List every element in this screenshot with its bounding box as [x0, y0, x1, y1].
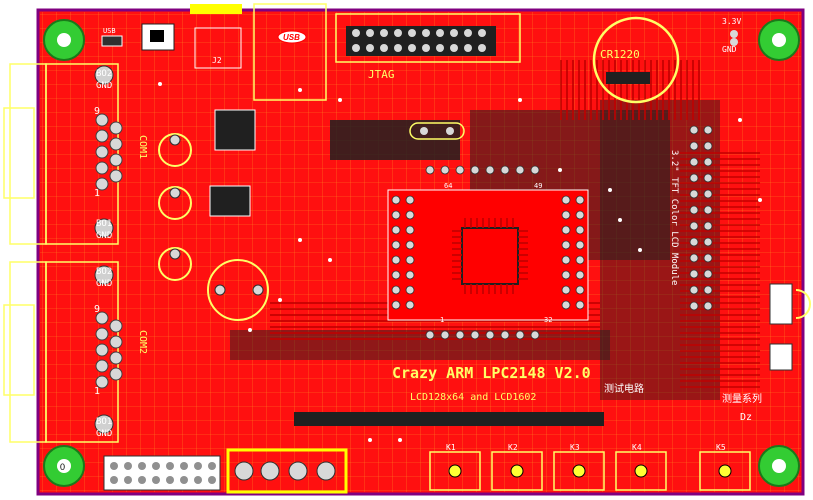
jtag-silk-box	[335, 13, 521, 63]
push-button-caps	[448, 464, 732, 478]
k1-label: K1	[446, 443, 456, 452]
tft-side-label: 3.2" TFT Color LCD Module	[669, 150, 679, 285]
gnd-3-label: GND	[96, 279, 112, 289]
pwr-33-label: 3.3V	[722, 17, 741, 26]
usb-switch	[141, 23, 175, 51]
com1-pins	[95, 113, 123, 191]
mcu-pins-left	[452, 228, 462, 284]
right-led-outline	[795, 289, 811, 319]
com1-label: COM1	[137, 135, 148, 159]
mcu-pins-bottom	[462, 284, 518, 294]
db9-connector-com1	[3, 63, 119, 245]
lcd-header	[294, 412, 604, 426]
com1-pin1: 1	[94, 188, 100, 199]
usb-led	[101, 35, 123, 47]
com2-pin9: 9	[94, 304, 100, 315]
regulator	[214, 109, 256, 151]
cn-label-1: 测试电路	[604, 382, 644, 395]
chip-pin-49: 49	[534, 182, 542, 190]
gnd-2-label: GND	[96, 231, 112, 241]
trace-bus-right	[680, 150, 760, 390]
j2-connector	[194, 27, 242, 69]
terminal-pads	[234, 461, 336, 481]
jumper-pads	[94, 65, 114, 434]
bo2-mid-label: BO2	[96, 267, 112, 277]
k4-label: K4	[632, 443, 642, 452]
dark-area-top-mid	[330, 120, 460, 160]
usb-icon	[277, 30, 307, 44]
usb-icon-label: USB	[283, 33, 300, 42]
usb-silk-box	[253, 3, 327, 101]
push-button-icon	[429, 451, 751, 491]
bo1-bot-label: BO1	[96, 417, 112, 427]
gnd-4-label: GND	[96, 429, 112, 439]
mcu-pins-right	[518, 228, 528, 284]
jtag-pins	[352, 29, 486, 52]
bo2-top-label: BO2	[96, 69, 112, 79]
battery-holder-icon	[592, 16, 680, 104]
k3-label: K3	[570, 443, 580, 452]
com2-pin1: 1	[94, 386, 100, 397]
chip-pin-32: 32	[544, 316, 552, 324]
capacitor-icon	[158, 133, 269, 321]
dz-label: Dz	[740, 412, 752, 423]
hole-bl-label: 0	[60, 462, 65, 472]
mcu-pins-top	[462, 218, 518, 228]
board-subtitle: LCD128x64 and LCD1602	[410, 392, 536, 403]
mounting-hole-icon	[43, 19, 800, 487]
chip-pin-64: 64	[444, 182, 452, 190]
k2-label: K2	[508, 443, 518, 452]
bottom-header	[103, 455, 221, 491]
battery-label: CR1220	[600, 48, 640, 61]
com1-pin9: 9	[94, 106, 100, 117]
pwr-pins	[730, 30, 738, 46]
trace-bus-v1	[560, 60, 700, 120]
usb-label: USB	[103, 27, 116, 35]
right-header-1	[769, 283, 793, 325]
usb-connector	[190, 4, 242, 14]
mcu-chip	[461, 227, 519, 285]
bottom-header-pins	[110, 462, 216, 484]
com2-pins	[95, 311, 123, 389]
tft-header-pins	[689, 125, 713, 311]
k5-label: K5	[716, 443, 726, 452]
terminal-block	[226, 448, 348, 494]
right-header-2	[769, 343, 793, 371]
usb-switch-knob	[150, 30, 164, 42]
chip-pin-1: 1	[440, 316, 444, 324]
cn-label-2: 测量系列	[722, 392, 762, 405]
jtag-label: JTAG	[368, 68, 395, 81]
pwr-gnd-label: GND	[722, 45, 737, 54]
capacitor-pads	[169, 134, 264, 296]
j2-label: J2	[212, 56, 222, 65]
mcu-socket-pins	[391, 165, 585, 340]
crystal-icon	[409, 122, 465, 140]
gnd-1-label: GND	[96, 81, 112, 91]
bo1-mid-label: BO1	[96, 219, 112, 229]
com2-label: COM2	[137, 330, 148, 354]
regulator-2	[209, 185, 251, 217]
vias	[158, 82, 762, 442]
board-title: Crazy ARM LPC2148 V2.0	[392, 364, 591, 382]
